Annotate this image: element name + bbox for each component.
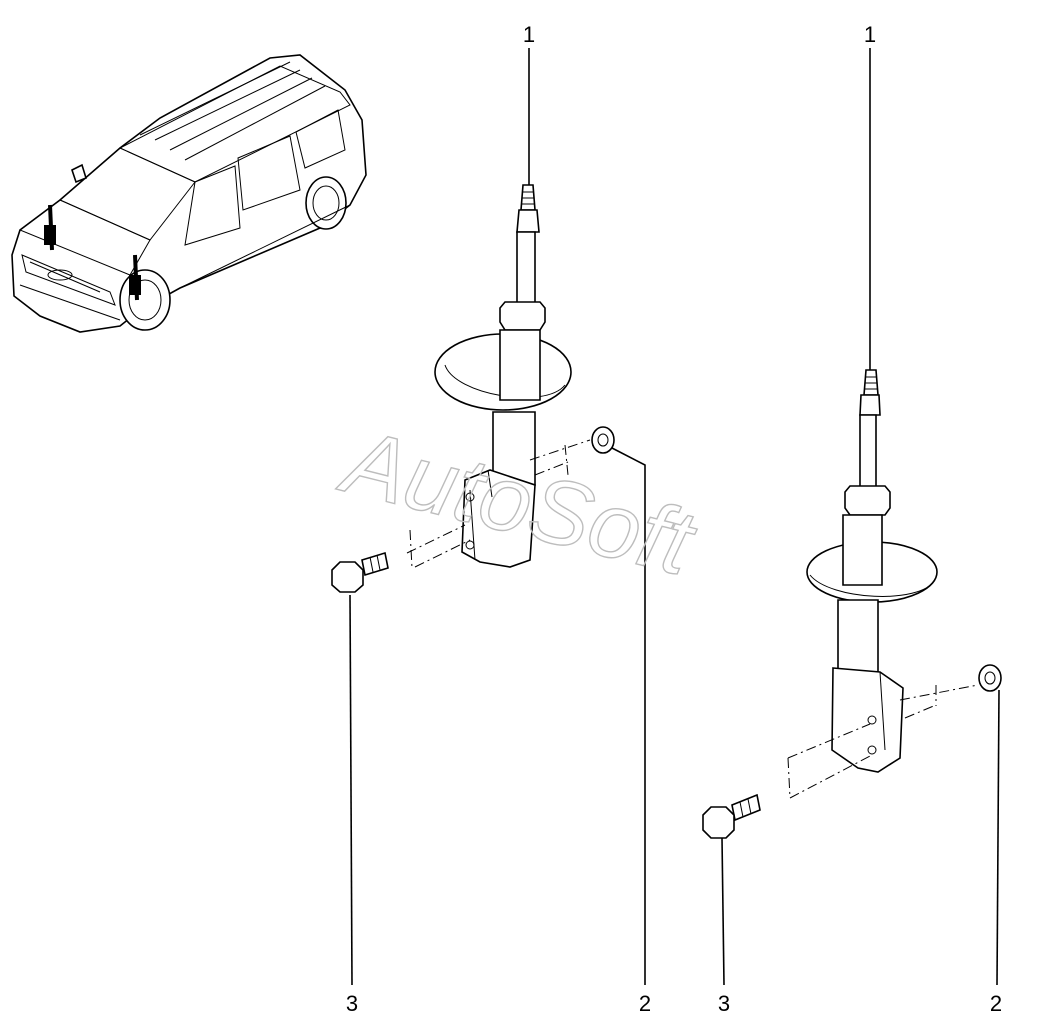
callout-left-nut: 2 xyxy=(639,991,651,1016)
callout-right-strut: 1 xyxy=(864,22,876,47)
callout-right-bolt: 3 xyxy=(718,991,730,1016)
leader-lines xyxy=(349,48,1000,986)
callout-right-nut: 2 xyxy=(990,991,1002,1016)
right-strut-assembly xyxy=(702,369,1002,839)
vehicle-illustration xyxy=(11,54,367,333)
callout-labels: 1 1 2 2 3 3 xyxy=(346,22,1002,1016)
callout-left-strut: 1 xyxy=(523,22,535,47)
callout-left-bolt: 3 xyxy=(346,991,358,1016)
left-strut-assembly xyxy=(331,184,615,593)
